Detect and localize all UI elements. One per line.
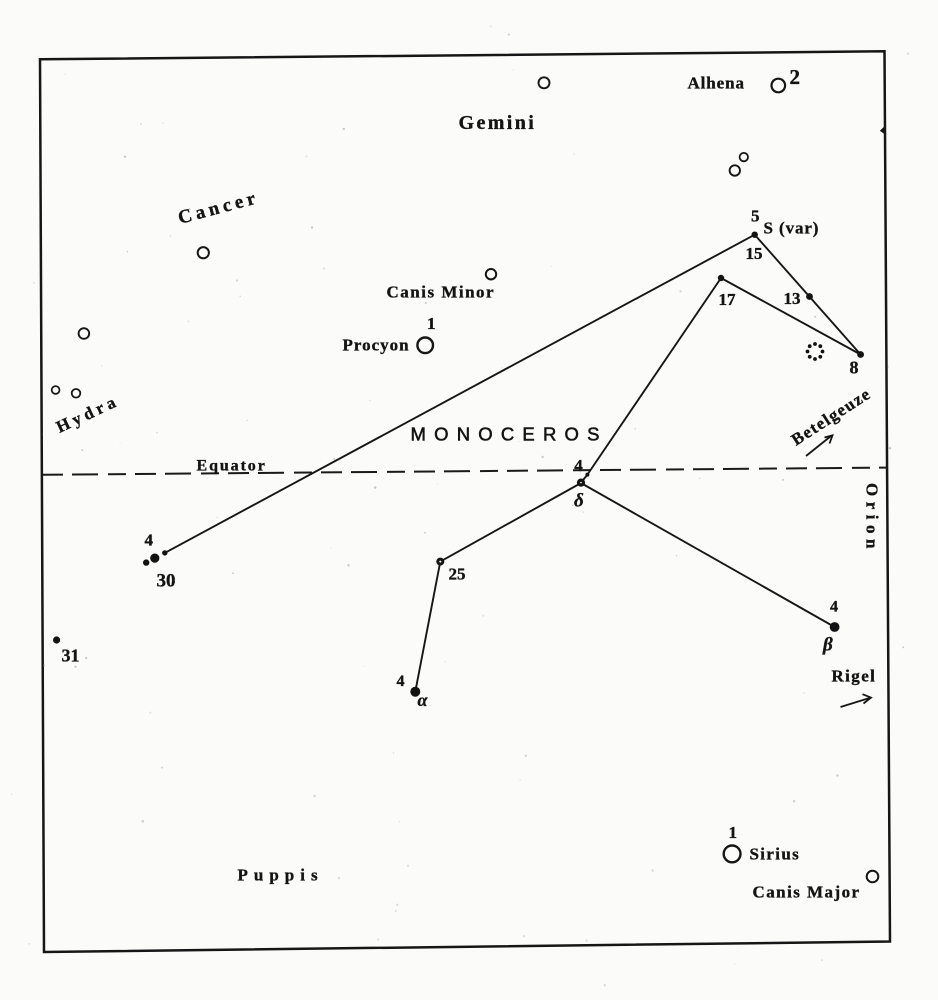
svg-text:Gemini: Gemini: [459, 112, 537, 134]
svg-text:1: 1: [427, 314, 436, 333]
svg-text:Orion: Orion: [863, 483, 882, 554]
svg-text:Canis Major: Canis Major: [753, 883, 861, 902]
svg-text:S (var): S (var): [764, 219, 820, 238]
svg-text:4: 4: [397, 673, 405, 690]
svg-text:α: α: [418, 690, 429, 710]
svg-text:β: β: [822, 635, 833, 656]
svg-text:31: 31: [62, 646, 80, 666]
svg-text:4: 4: [830, 599, 838, 616]
svg-text:δ: δ: [574, 491, 584, 512]
svg-text:Sirius: Sirius: [750, 845, 801, 864]
svg-text:4: 4: [574, 456, 583, 475]
svg-text:Alhena: Alhena: [688, 74, 745, 93]
svg-text:8: 8: [850, 358, 859, 378]
svg-text:1: 1: [729, 823, 738, 842]
svg-text:Canis Minor: Canis Minor: [387, 283, 496, 302]
svg-text:15: 15: [746, 244, 763, 263]
svg-text:2: 2: [790, 65, 801, 89]
svg-text:30: 30: [157, 571, 176, 592]
svg-text:Rigel: Rigel: [832, 667, 877, 686]
svg-text:MONOCEROS: MONOCEROS: [411, 424, 608, 445]
svg-text:Puppis: Puppis: [238, 866, 324, 885]
svg-text:Equator: Equator: [197, 457, 267, 474]
svg-text:25: 25: [449, 565, 466, 584]
svg-text:5: 5: [751, 207, 760, 226]
svg-text:Procyon: Procyon: [343, 336, 410, 355]
svg-text:17: 17: [719, 290, 737, 309]
svg-text:4: 4: [145, 531, 154, 550]
svg-text:13: 13: [784, 289, 801, 308]
